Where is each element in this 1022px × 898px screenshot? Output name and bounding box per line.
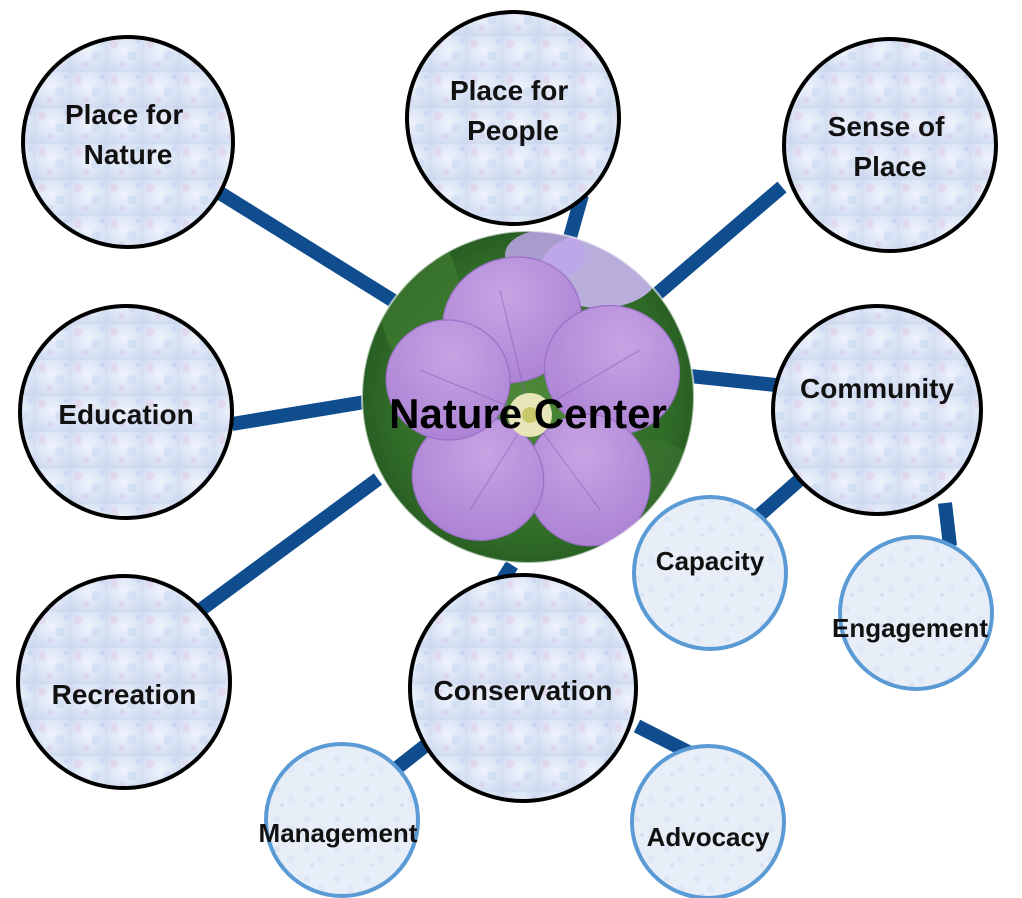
node-recreation[interactable]: Recreation <box>16 574 232 790</box>
connector-recreation <box>190 473 383 620</box>
node-sense-of-place[interactable]: Sense of Place <box>782 37 998 253</box>
node-label: Capacity <box>656 546 765 576</box>
node-label: Education <box>58 399 193 430</box>
node-label: Engagement <box>832 613 988 643</box>
node-capacity[interactable]: Capacity <box>632 495 788 651</box>
node-label-line: Place <box>853 151 926 182</box>
node-place-for-people[interactable]: Place for People <box>405 10 621 226</box>
node-education[interactable]: Education <box>18 304 234 520</box>
svg-text:Sense of Place: Sense of Place <box>828 111 952 182</box>
node-label-line: Nature <box>84 139 173 170</box>
svg-text:Place for People: Place for People <box>450 75 576 146</box>
node-label: Community <box>800 373 954 404</box>
connector-sense-of-place <box>645 181 787 306</box>
node-label: Conservation <box>434 675 613 706</box>
node-label: Recreation <box>52 679 197 710</box>
node-label-line: Place for <box>450 75 568 106</box>
node-engagement[interactable]: Engagement <box>832 535 994 691</box>
node-label-line: People <box>467 115 559 146</box>
node-management[interactable]: Management <box>259 742 420 898</box>
node-label: Advocacy <box>647 822 770 852</box>
connector-education <box>230 395 367 431</box>
node-advocacy[interactable]: Advocacy <box>630 744 786 898</box>
node-community[interactable]: Community <box>771 304 983 516</box>
node-label: Management <box>259 818 418 848</box>
center-node[interactable]: Nature Center <box>360 230 700 570</box>
center-label: Nature Center <box>389 390 667 437</box>
flower-photo <box>362 231 694 563</box>
connector-engagement <box>938 502 957 547</box>
connector-place-for-nature <box>216 187 409 314</box>
node-label-line: Sense of <box>828 111 945 142</box>
node-place-for-nature[interactable]: Place for Nature <box>21 35 235 249</box>
node-label-line: Place for <box>65 99 183 130</box>
connector-community <box>689 369 786 393</box>
svg-text:Place for Nature: Place for Nature <box>65 99 191 170</box>
node-conservation[interactable]: Conservation <box>408 573 638 803</box>
